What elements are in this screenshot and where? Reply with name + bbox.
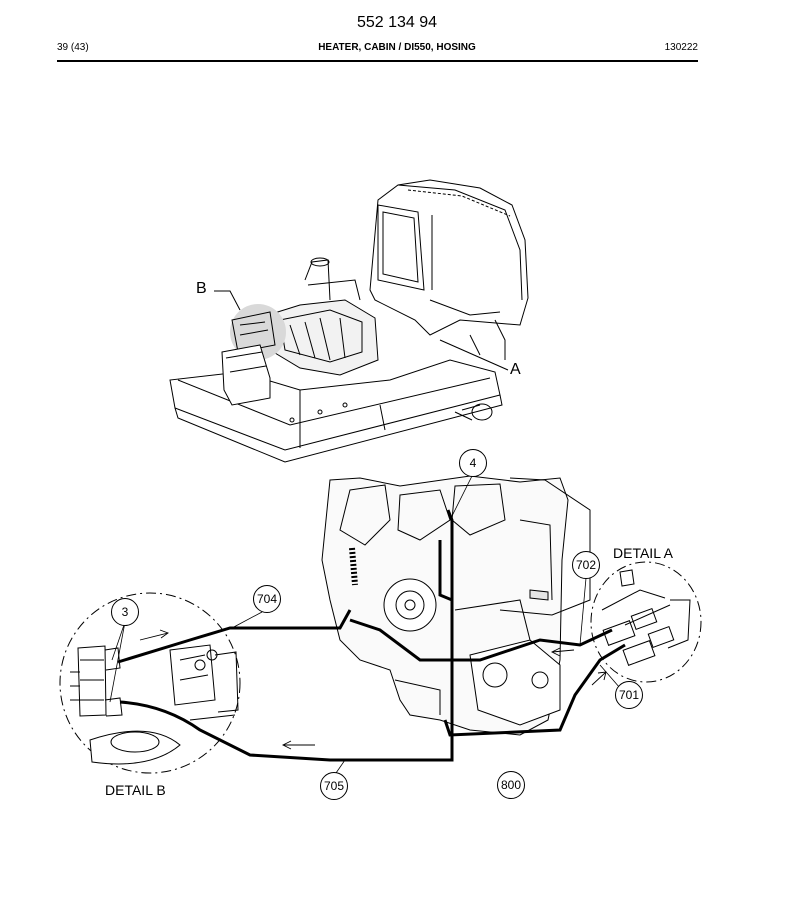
- callout-701: 701: [615, 681, 643, 709]
- document-number: 552 134 94: [356, 14, 438, 31]
- revision-code: 130222: [664, 42, 698, 53]
- engine-detail-view: [321, 475, 591, 736]
- leader-lines: [109, 475, 621, 774]
- detail-a-title: DETAIL A: [613, 545, 673, 561]
- callout-3: 3: [111, 598, 139, 626]
- detail-b-title: DETAIL B: [105, 782, 166, 798]
- header-rule: [57, 60, 698, 62]
- page-indicator: 39 (43): [57, 42, 89, 53]
- label-a: A: [510, 361, 521, 378]
- hose-routing: [117, 509, 626, 762]
- callout-702: 702: [572, 551, 600, 579]
- label-b: B: [196, 280, 207, 297]
- page-title: HEATER, CABIN / DI550, HOSING: [318, 42, 476, 53]
- callout-704: 704: [253, 585, 281, 613]
- detail-a-view: [590, 561, 702, 683]
- flow-arrows: [139, 629, 607, 750]
- callout-800: 800: [497, 771, 525, 799]
- callout-4: 4: [459, 449, 487, 477]
- detail-b-view: [59, 592, 241, 774]
- callout-705: 705: [320, 772, 348, 800]
- machine-overview: [169, 179, 529, 463]
